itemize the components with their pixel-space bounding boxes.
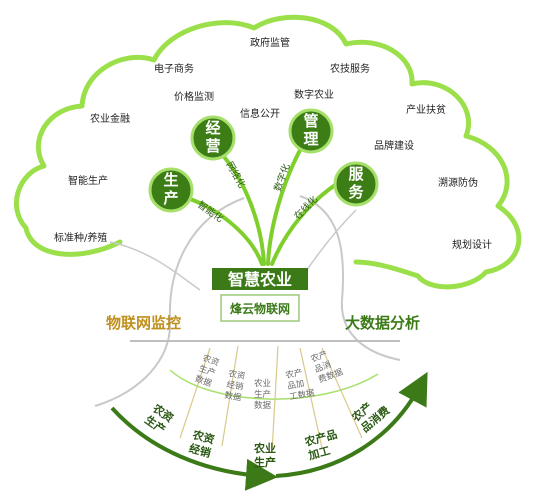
stage-agri-input-distribution: 农资 经销 bbox=[188, 427, 216, 460]
label-traceability: 溯源防伪 bbox=[438, 176, 478, 189]
svg-text:数据: 数据 bbox=[224, 390, 243, 404]
trunk-title: 智慧农业 bbox=[228, 270, 292, 289]
canopy-inner-left bbox=[109, 241, 201, 291]
svg-text:农业: 农业 bbox=[254, 378, 271, 389]
svg-text:产: 产 bbox=[163, 189, 178, 207]
label-poverty-alleviation: 产业扶贫 bbox=[406, 103, 446, 116]
canopy-labels: 政府监管 电子商务 农技服务 价格监测 数字农业 产业扶贫 农业金融 信息公开 … bbox=[54, 36, 492, 251]
right-arc bbox=[299, 195, 401, 361]
label-agri-tech-service: 农技服务 bbox=[330, 62, 370, 75]
label-planning-design: 规划设计 bbox=[452, 238, 492, 251]
svg-text:农业: 农业 bbox=[253, 441, 276, 455]
svg-text:经销: 经销 bbox=[226, 379, 245, 393]
label-digital-agriculture: 数字农业 bbox=[294, 88, 334, 101]
segment-product-consumption: 农产 品消 费数据 bbox=[309, 349, 345, 386]
label-brand-building: 品牌建设 bbox=[374, 139, 414, 152]
svg-text:加工: 加工 bbox=[306, 443, 332, 462]
segment-agri-input-distribution: 农资 经销 数据 bbox=[224, 368, 247, 404]
segment-product-processing: 农产 品加 工数据 bbox=[285, 367, 316, 402]
svg-text:生产: 生产 bbox=[197, 363, 217, 379]
branch-management bbox=[266, 134, 310, 266]
svg-text:经销: 经销 bbox=[188, 441, 213, 460]
label-agri-finance: 农业金融 bbox=[90, 112, 130, 125]
svg-text:农产: 农产 bbox=[309, 349, 329, 365]
stage-product-processing: 农产品 加工 bbox=[302, 427, 338, 463]
stage-agri-production: 农业 生产 bbox=[253, 441, 276, 469]
outer-arc-left bbox=[110, 406, 278, 491]
svg-text:营: 营 bbox=[205, 137, 220, 155]
label-smart-production: 智能生产 bbox=[68, 174, 108, 187]
segment-agri-input-production: 农资 生产 数据 bbox=[193, 352, 221, 389]
svg-text:数据: 数据 bbox=[254, 400, 272, 411]
svg-text:农资: 农资 bbox=[227, 368, 246, 382]
svg-text:生产: 生产 bbox=[254, 389, 271, 400]
node-production: 生 产 bbox=[148, 167, 194, 213]
svg-text:服: 服 bbox=[348, 165, 364, 183]
label-info-disclosure: 信息公开 bbox=[240, 107, 280, 120]
brand-box bbox=[220, 294, 300, 322]
canopy-inner-right bbox=[299, 209, 357, 281]
svg-text:农产: 农产 bbox=[285, 367, 304, 381]
label-standard-farming: 标准种/养殖 bbox=[54, 231, 107, 244]
svg-text:务: 务 bbox=[348, 183, 364, 201]
branch-label-networked: 网络化 bbox=[223, 160, 248, 191]
segment-labels: 农资 生产 数据 农资 经销 数据 农业 生产 数据 农产 品加 工数据 农产 … bbox=[193, 349, 345, 411]
branch-operation bbox=[214, 146, 266, 266]
left-arc bbox=[94, 197, 245, 407]
svg-text:生产: 生产 bbox=[254, 455, 276, 469]
brand-label: 烽云物联网 bbox=[230, 301, 290, 316]
segment-agri-production: 农业 生产 数据 bbox=[254, 378, 272, 411]
stage-agri-input-production: 农资 生产 bbox=[142, 400, 176, 436]
outer-arc-right bbox=[275, 371, 428, 478]
trunk-title-bg bbox=[212, 268, 308, 290]
svg-text:工数据: 工数据 bbox=[288, 387, 316, 402]
label-gov-supervision: 政府监管 bbox=[250, 36, 290, 49]
node-management: 管 理 bbox=[288, 108, 334, 154]
svg-text:管: 管 bbox=[303, 112, 318, 130]
svg-text:农资: 农资 bbox=[190, 427, 216, 446]
big-data-analysis-label: 大数据分析 bbox=[345, 314, 420, 332]
branch-label-intelligent: 智能化 bbox=[195, 199, 226, 225]
label-price-monitoring: 价格监测 bbox=[174, 90, 214, 103]
fan-dividers bbox=[179, 345, 363, 453]
canopy-outline bbox=[14, 14, 522, 290]
svg-text:品消: 品消 bbox=[313, 359, 333, 375]
iot-monitoring-label: 物联网监控 bbox=[106, 314, 181, 332]
label-ecommerce: 电子商务 bbox=[154, 62, 194, 75]
node-operation: 经 营 bbox=[190, 115, 236, 161]
svg-text:理: 理 bbox=[303, 130, 318, 148]
svg-text:品加: 品加 bbox=[287, 378, 306, 392]
svg-text:经: 经 bbox=[205, 119, 220, 137]
node-service: 服 务 bbox=[333, 161, 379, 207]
svg-text:生: 生 bbox=[163, 171, 178, 189]
inner-fan-arc bbox=[169, 369, 379, 400]
